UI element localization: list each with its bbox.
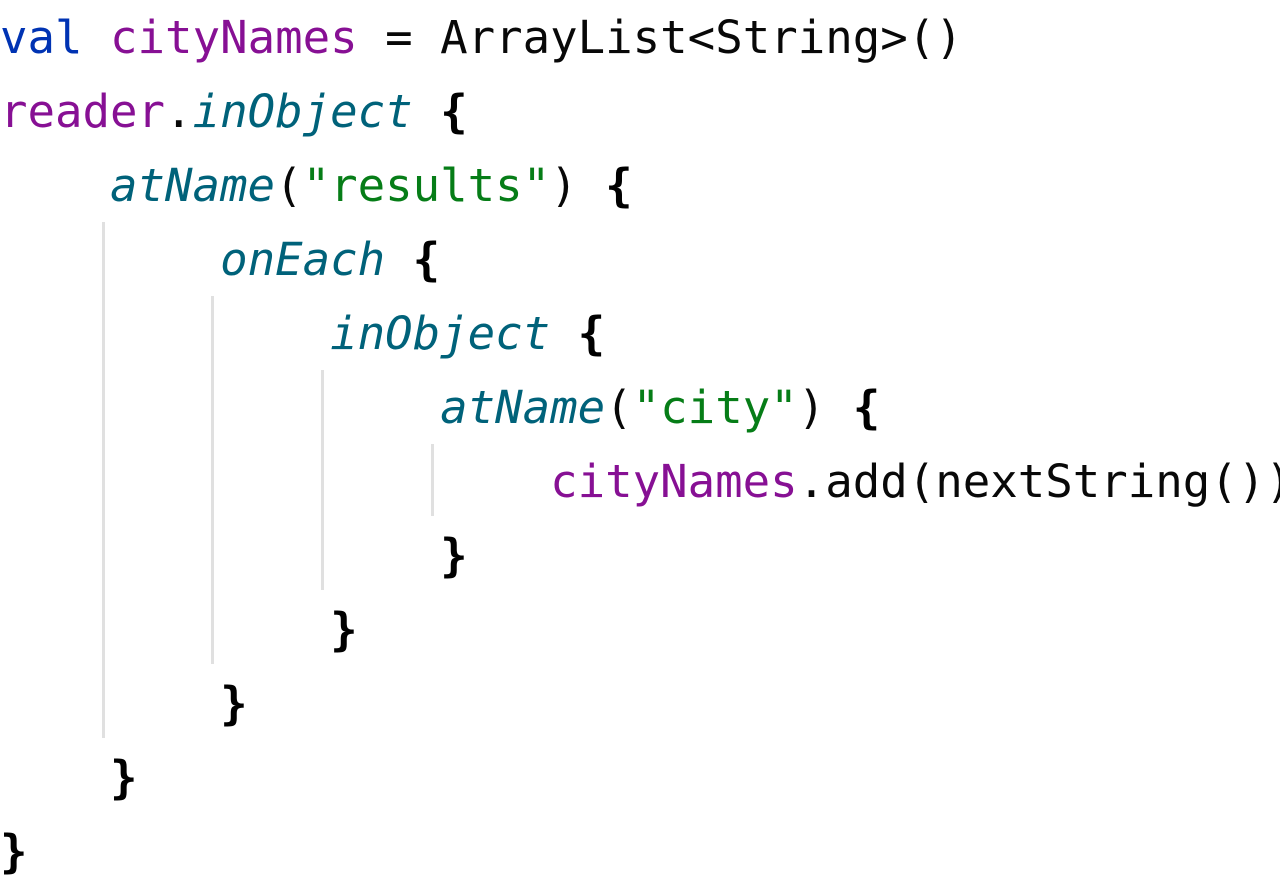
code-token: ) xyxy=(550,159,606,212)
function-token: inObject xyxy=(330,307,551,360)
code-token: . xyxy=(165,85,193,138)
indent-guide xyxy=(102,222,105,738)
brace-token: } xyxy=(110,751,138,804)
brace-token: } xyxy=(220,677,248,730)
code-token xyxy=(550,307,578,360)
code-line: cityNames.add(nextString()) xyxy=(0,445,1280,519)
keyword-token: val xyxy=(0,11,83,64)
function-token: inObject xyxy=(192,85,413,138)
brace-token: { xyxy=(852,381,881,434)
indent-guide xyxy=(211,296,214,664)
brace-token: { xyxy=(605,159,633,212)
code-token: ) xyxy=(797,381,853,434)
code-token: ( xyxy=(275,159,303,212)
code-line: atName("results") { xyxy=(0,149,1280,223)
function-token: atName xyxy=(440,381,606,434)
code-line: } xyxy=(0,815,1280,889)
code-token xyxy=(413,85,441,138)
code-token: ( xyxy=(605,381,633,434)
code-line: inObject { xyxy=(0,297,1280,371)
code-line: } xyxy=(0,519,1280,593)
variable-token: cityNames xyxy=(550,455,798,508)
string-token: "results" xyxy=(302,159,551,212)
indent-guide xyxy=(431,444,434,516)
brace-token: { xyxy=(440,85,468,138)
function-token: onEach xyxy=(220,233,386,286)
code-line: } xyxy=(0,667,1280,741)
code-token xyxy=(83,11,111,64)
code-token xyxy=(385,233,413,286)
string-token: "city" xyxy=(632,381,798,434)
code-token: .add(nextString()) xyxy=(797,455,1280,508)
code-line: } xyxy=(0,593,1280,667)
code-token: = ArrayList<String>() xyxy=(357,11,963,64)
brace-token: } xyxy=(0,825,28,878)
code-line: reader.inObject { xyxy=(0,75,1280,149)
brace-token: } xyxy=(440,529,468,582)
code-line: val cityNames = ArrayList<String>() xyxy=(0,1,1280,75)
variable-token: reader xyxy=(0,85,166,138)
brace-token: { xyxy=(412,233,441,286)
brace-token: } xyxy=(330,603,358,656)
code-line: onEach { xyxy=(0,223,1280,297)
code-line: } xyxy=(0,741,1280,815)
brace-token: { xyxy=(577,307,606,360)
variable-token: cityNames xyxy=(110,11,358,64)
indent-guide xyxy=(321,370,324,590)
function-token: atName xyxy=(110,159,276,212)
code-line: atName("city") { xyxy=(0,371,1280,445)
